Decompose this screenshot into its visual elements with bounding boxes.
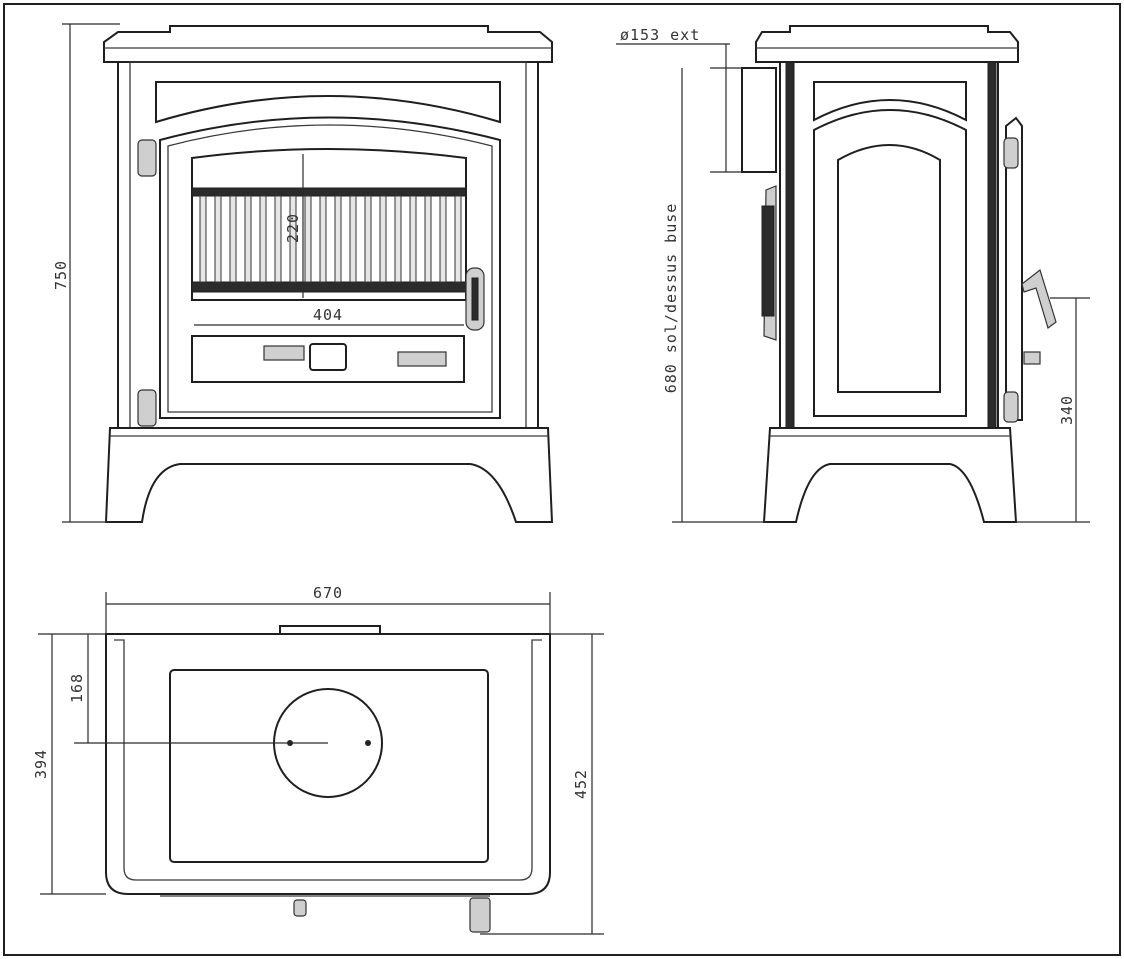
top-plate-rim [114,639,542,881]
top-rear-lip [279,625,381,635]
side-flue-collar [741,67,777,173]
top-door-handle [469,897,491,933]
grate-bar [229,195,237,283]
front-air-control [263,345,305,361]
grate-bar [364,195,372,283]
side-body-edge-left [785,61,795,429]
front-hinge-bottom [137,389,157,427]
side-upper-panel [813,81,967,122]
side-base [762,427,1018,523]
dim-label-handle-height: 340 [1058,395,1076,425]
grate-bar [289,195,297,283]
grate-bar [319,195,327,283]
grate-bar [334,195,342,283]
dim-label-height-total: 750 [52,260,70,290]
front-hinge-top [137,139,157,177]
top-ash-knob [293,899,307,917]
grate-bar [214,195,222,283]
front-door-inner [167,124,493,413]
side-rear-shield-dark [761,205,775,317]
front-ash-knob [309,343,347,371]
dim-label-depth-body: 394 [32,749,50,779]
dim-label-depth-total: 452 [572,769,590,799]
side-door-profile [1005,116,1023,421]
side-door-handle [1021,268,1057,329]
grate-bar [304,195,312,283]
drawing-frame [3,3,1121,956]
grate-bar [199,195,207,283]
grate-bar [424,195,432,283]
side-body-edge-right [987,61,997,429]
side-hinge-bottom [1003,391,1019,423]
front-upper-panel [155,81,501,124]
dim-label-opening-height: 220 [284,213,302,243]
grate-bar [409,195,417,283]
side-top-plate [755,25,1019,63]
front-view: 750 220 404 [52,23,554,523]
grate-bar [379,195,387,283]
front-grate-bottom [191,281,467,293]
grate-bar [394,195,402,283]
side-view: ø153 ext 680 sol/dessus buse 340 [616,25,1090,523]
grate-bar [454,195,462,283]
front-door-handle-grip [471,277,479,321]
top-flue-bolt-right [365,740,371,746]
front-base [104,427,554,523]
grate-bar [439,195,447,283]
grate-bar [244,195,252,283]
dim-label-flue-axis-depth: 168 [68,673,86,703]
front-air-vent [397,351,447,367]
front-grate-bars [199,195,462,283]
grate-bar [349,195,357,283]
dim-label-width-total: 670 [313,584,343,602]
side-inner-panel [837,144,941,393]
front-top-plate [103,25,553,63]
dim-label-opening-width: 404 [313,306,343,324]
grate-bar [274,195,282,283]
grate-bar [259,195,267,283]
dim-label-flue-diameter: ø153 ext [620,26,700,44]
top-view: 670 168 394 452 [32,584,604,935]
dim-label-flue-height: 680 sol/dessus buse [662,203,680,394]
front-grate-top [191,187,467,197]
side-hinge-top [1003,137,1019,169]
side-door-latch [1023,351,1041,365]
